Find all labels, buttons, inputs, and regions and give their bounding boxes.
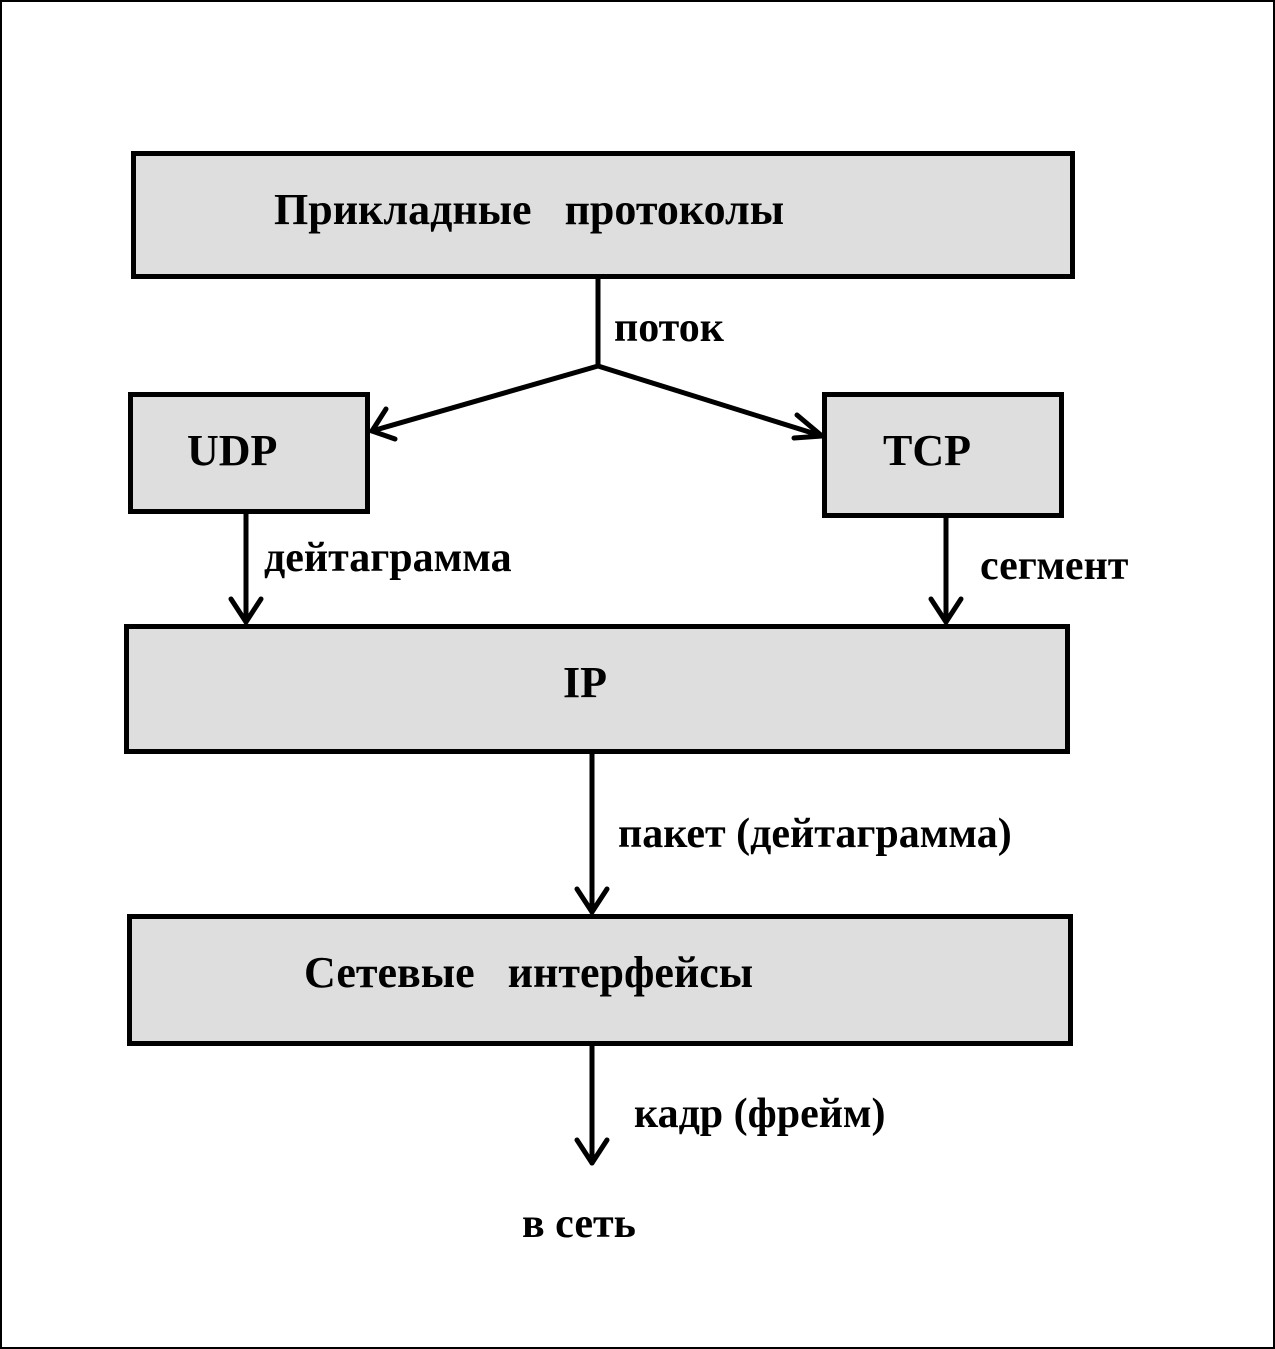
arrow-to-tcp-head: [791, 412, 825, 441]
frame-label: кадр (фрейм): [634, 1091, 886, 1137]
stream-label: поток: [614, 305, 724, 351]
network-interfaces-box: Сетевые интерфейсы: [127, 914, 1073, 1046]
application-protocols-label: Прикладные протоколы: [274, 185, 785, 234]
arrow-udp-to-ip-head: [228, 596, 264, 625]
application-protocols-box: Прикладные протоколы: [131, 151, 1075, 279]
arrow-to-udp-head: [369, 406, 398, 442]
tcp-label: TCP: [883, 426, 971, 475]
ip-box: IP: [124, 624, 1070, 754]
arrow-ip-to-interfaces-head: [574, 886, 610, 915]
tcp-box: TCP: [822, 392, 1064, 518]
ip-label: IP: [563, 658, 607, 707]
packet-label: пакет (дейтаграмма): [618, 811, 1012, 857]
arrow-to-network-head: [574, 1137, 610, 1166]
datagram-label: дейтаграмма: [264, 535, 512, 581]
arrow-to-tcp: [595, 363, 825, 439]
udp-label: UDP: [187, 426, 278, 475]
udp-box: UDP: [128, 392, 370, 514]
arrow-to-udp: [369, 363, 601, 434]
network-interfaces-label: Сетевые интерфейсы: [304, 948, 754, 997]
destination-label: в сеть: [522, 1201, 636, 1247]
segment-label: сегмент: [980, 543, 1129, 589]
arrow-tcp-to-ip-head: [928, 596, 964, 625]
